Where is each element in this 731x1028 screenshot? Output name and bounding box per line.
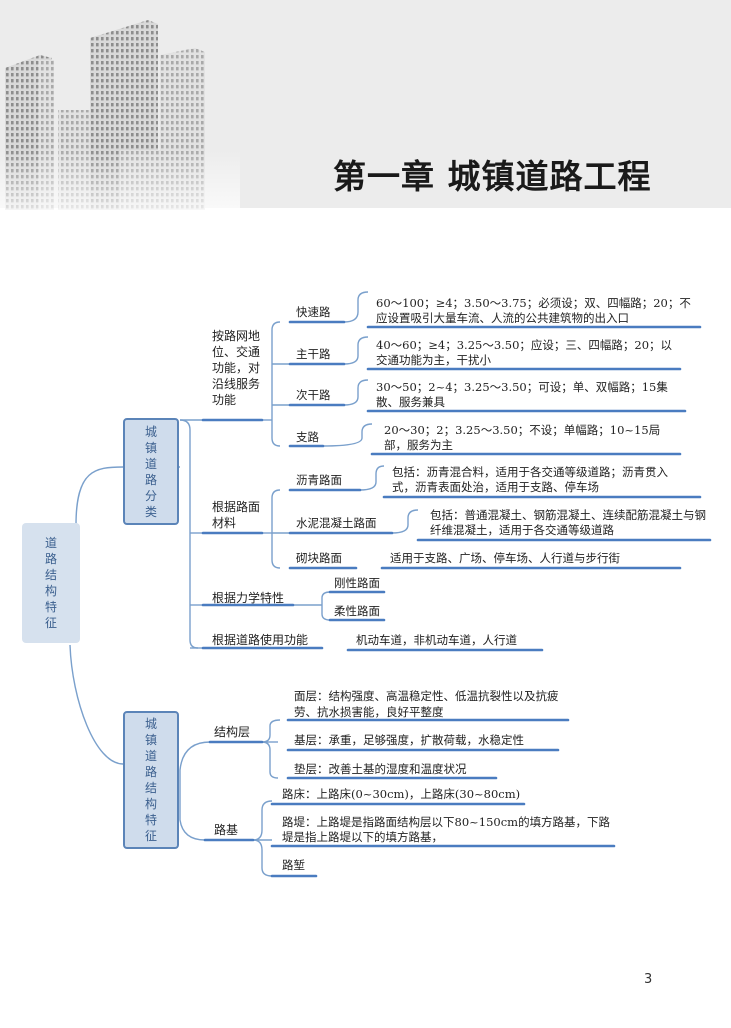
pavement-desc: 包括：普通混凝土、钢筋混凝土、连续配筋混凝土与钢纤维混凝土，适用于各交通等级道路 (430, 508, 706, 537)
group-label-network-function: 按路网地位、交通功能，对沿线服务功能 (212, 329, 261, 407)
branch-label: 城镇道路分类 (144, 424, 157, 519)
pavement-flexible: 柔性路面 (334, 604, 380, 618)
road-type-arterial: 主干路 (296, 347, 331, 361)
road-type-desc: 60～100；≥4；3.50～3.75；必须设；双、四幅路；20；不应设置吸引大… (376, 296, 691, 325)
branch-node-road-classification[interactable]: 城镇道路分类 (123, 418, 179, 525)
group-label-structural-layer: 结构层 (214, 725, 251, 739)
subgrade-bed: 路床：上路床(0~30cm)，上路床(30~80cm) (282, 787, 521, 801)
root-node-label: 道路结构特征 (44, 536, 57, 630)
subgrade-cutting: 路堑 (282, 858, 305, 872)
road-type-secondary: 次干路 (296, 388, 331, 402)
layer-base: 基层：承重，足够强度，扩散荷载，水稳定性 (294, 733, 524, 747)
pavement-rigid: 刚性路面 (334, 576, 380, 590)
group-label-subgrade: 路基 (214, 823, 239, 837)
chapter-header: 第一章 城镇道路工程 (0, 0, 731, 225)
pavement-desc: 包括：沥青混合料，适用于各交通等级道路；沥青贯入式，沥青表面处治，适用于支路、停… (392, 465, 668, 494)
group-label-pavement-material: 根据路面材料 (212, 500, 261, 530)
road-type-desc: 30～50；2~4；3.25～3.50；可设；单、双幅路；15集散、服务兼具 (376, 380, 668, 409)
layer-cushion: 垫层：改善土基的湿度和温度状况 (294, 762, 467, 776)
chapter-title: 第一章 城镇道路工程 (333, 157, 652, 196)
pavement-block: 砌块路面 (296, 551, 342, 565)
root-node[interactable]: 道路结构特征 (22, 523, 80, 643)
group-label-usage: 根据道路使用功能 (212, 633, 309, 647)
group-label-mechanical: 根据力学特性 (212, 591, 285, 605)
road-type-desc: 40～60；≥4；3.25～3.50；应设；三、四幅路；20；以交通功能为主，干… (376, 338, 673, 367)
usage-desc: 机动车道，非机动车道，人行道 (356, 633, 517, 647)
pavement-concrete: 水泥混凝土路面 (296, 516, 377, 530)
subgrade-embankment: 路堤：上路堤是指路面结构层以下80~150cm的填方路基，下路堤是指上路堤以下的… (282, 815, 611, 844)
page-number: 3 (644, 972, 653, 987)
city-skyline-illustration (0, 20, 240, 225)
layer-surface: 面层：结构强度、高温稳定性、低温抗裂性以及抗疲劳、抗水损害能，良好平整度 (294, 689, 559, 719)
road-type-expressway: 快速路 (296, 305, 331, 319)
branch-label: 城镇道路结构特征 (144, 717, 157, 843)
branch-node-road-structure[interactable]: 城镇道路结构特征 (123, 711, 179, 849)
road-type-desc: 20～30；2；3.25～3.50；不设；单幅路；10~15局部，服务为主 (384, 423, 661, 452)
road-type-branch: 支路 (296, 430, 319, 444)
pavement-desc: 适用于支路、广场、停车场、人行道与步行街 (390, 551, 620, 565)
pavement-asphalt: 沥青路面 (296, 473, 342, 487)
